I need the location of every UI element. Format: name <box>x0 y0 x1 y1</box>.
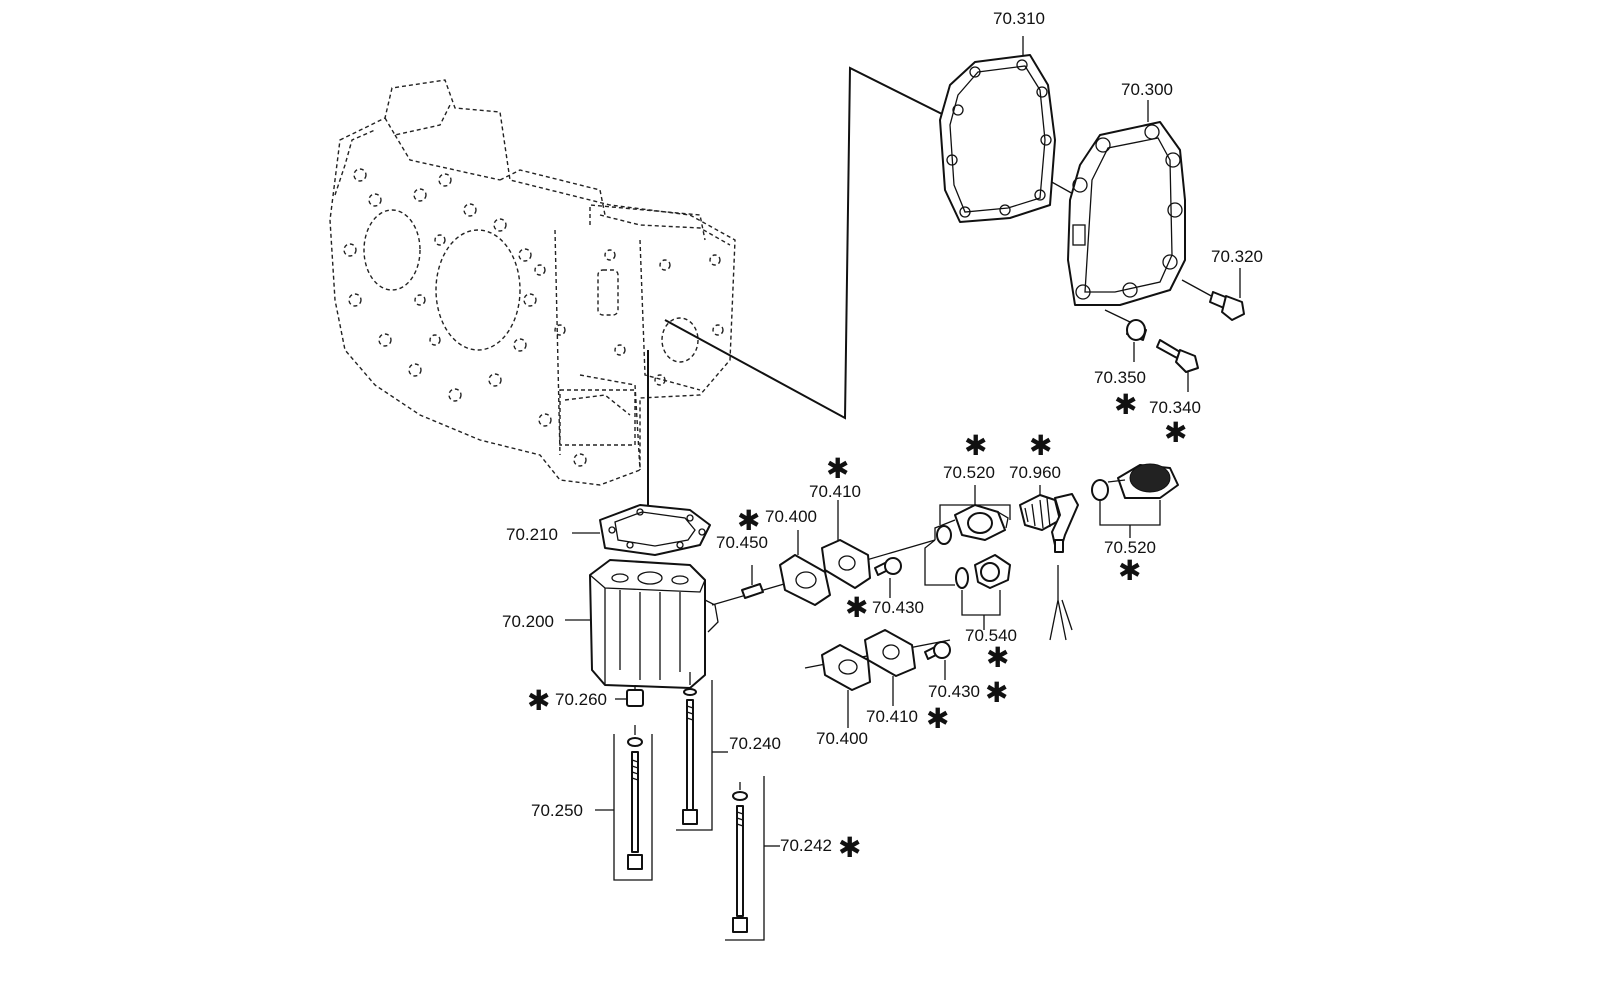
asterisk-70-260: ✱ <box>527 684 550 717</box>
flange-70-410-upper <box>821 539 871 589</box>
pump-body-70-200 <box>589 559 719 689</box>
leader-housing-to-cover <box>664 66 951 420</box>
bolt-70-242 <box>725 776 765 941</box>
label-70-210: 70.210 <box>506 525 558 544</box>
flange-70-400-lower <box>821 644 871 691</box>
label-70-520-left: 70.520 <box>943 463 995 482</box>
bolt-70-320 <box>1181 279 1245 321</box>
asterisk-70-350: ✱ <box>1114 388 1137 421</box>
gasket-70-210 <box>599 504 711 556</box>
transmission-housing <box>329 79 736 486</box>
asterisk-markers: ✱ ✱ ✱ ✱ ✱ ✱ ✱ ✱ ✱ ✱ ✱ ✱ ✱ <box>527 388 1187 864</box>
label-70-242: 70.242 <box>780 836 832 855</box>
label-70-260: 70.260 <box>555 690 607 709</box>
switch-70-520-right <box>1091 463 1179 526</box>
asterisk-70-520-left: ✱ <box>964 429 987 462</box>
label-70-310: 70.310 <box>993 9 1045 28</box>
label-70-430-lower: 70.430 <box>928 682 980 701</box>
switch-branch <box>924 519 956 586</box>
flange-70-400-upper <box>779 554 831 606</box>
plug-70-260 <box>626 685 644 707</box>
screw-70-430-upper <box>874 557 902 576</box>
switch-70-540 <box>955 554 1011 616</box>
asterisk-70-410-lower: ✱ <box>926 702 949 735</box>
label-70-540: 70.540 <box>965 626 1017 645</box>
label-70-960: 70.960 <box>1009 463 1061 482</box>
gasket-70-310 <box>939 54 1056 223</box>
label-70-410-lower: 70.410 <box>866 707 918 726</box>
asterisk-70-242: ✱ <box>838 831 861 864</box>
label-70-340: 70.340 <box>1149 398 1201 417</box>
label-70-320: 70.320 <box>1211 247 1263 266</box>
flange-70-410-lower <box>864 629 916 677</box>
label-70-400-upper: 70.400 <box>765 507 817 526</box>
asterisk-70-540: ✱ <box>986 641 1009 674</box>
asterisk-70-960: ✱ <box>1029 429 1052 462</box>
label-70-430-upper: 70.430 <box>872 598 924 617</box>
part-labels: 70.310 70.300 70.320 70.350 70.340 70.52… <box>502 9 1263 855</box>
wire-harness <box>1049 565 1073 641</box>
label-70-300: 70.300 <box>1121 80 1173 99</box>
bolt-70-240 <box>676 672 713 831</box>
label-70-400-lower: 70.400 <box>816 729 868 748</box>
pin-70-450 <box>741 583 764 599</box>
asterisk-70-430-lower: ✱ <box>985 676 1008 709</box>
asterisk-70-520-right: ✱ <box>1118 554 1141 587</box>
label-70-450: 70.450 <box>716 533 768 552</box>
screw-70-430-lower <box>924 641 951 660</box>
label-70-250: 70.250 <box>531 801 583 820</box>
label-70-410-upper: 70.410 <box>809 482 861 501</box>
asterisk-70-430-upper: ✱ <box>845 591 868 624</box>
cover-70-300 <box>1067 121 1186 306</box>
sensor-70-960 <box>1019 493 1079 553</box>
asterisk-70-410-upper: ✱ <box>826 452 849 485</box>
asterisk-70-340: ✱ <box>1164 416 1187 449</box>
sleeve-70-350 <box>1104 309 1147 341</box>
label-70-350: 70.350 <box>1094 368 1146 387</box>
switch-70-520-left <box>936 504 1011 545</box>
label-70-520-right: 70.520 <box>1104 538 1156 557</box>
bolt-70-340 <box>1156 339 1199 373</box>
asterisk-70-450: ✱ <box>737 504 760 537</box>
label-70-200: 70.200 <box>502 612 554 631</box>
bolt-70-250 <box>613 725 653 881</box>
label-70-240: 70.240 <box>729 734 781 753</box>
